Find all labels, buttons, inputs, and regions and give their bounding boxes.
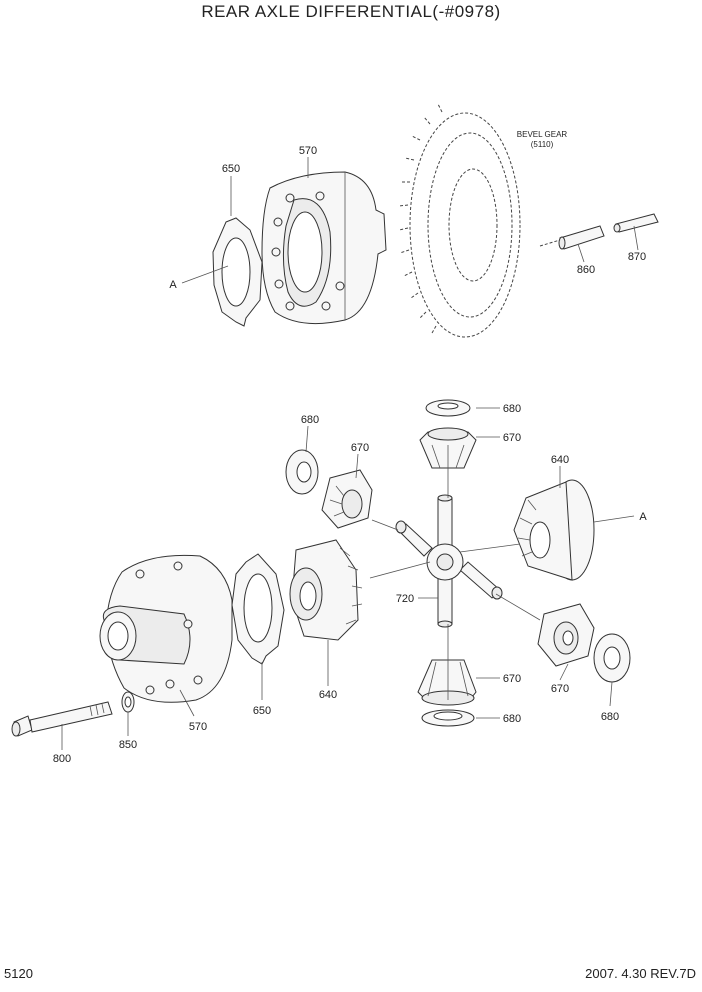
leader-a-right [593,515,635,523]
diff-case-570-bottom[interactable] [99,554,233,703]
callout-650-bottom: 650 [253,705,271,717]
thrust-washer-680-left[interactable] [285,449,319,495]
leader-680-right [609,681,613,707]
callout-850: 850 [119,739,137,751]
bevel-gear-code: (5110) [531,140,554,149]
callout-670-low: 670 [503,673,521,685]
callout-640-right: 640 [551,454,569,466]
leader-870 [633,225,639,251]
leader-680-left [305,425,309,453]
bolt-800[interactable] [11,701,113,737]
pinion-gear-670-left[interactable] [321,469,373,529]
ref-a-left: A [169,279,177,291]
roll-pin-870[interactable] [613,213,659,233]
diff-case-570-top[interactable] [261,171,387,325]
leader-570-bottom [179,689,195,717]
page-number: 5120 [4,966,33,981]
callout-670-top: 670 [503,432,521,444]
callout-570-bottom: 570 [189,721,207,733]
pin-860[interactable] [539,225,605,250]
callout-650-top: 650 [222,163,240,175]
leader-860 [577,243,585,263]
leader-a-left [181,265,229,284]
callout-680-right: 680 [601,711,619,723]
bevel-gear-label: BEVEL GEAR [517,130,568,139]
leader-670-right [559,663,569,681]
callout-640-bottom: 640 [319,689,337,701]
thrust-washer-680-low[interactable] [421,709,475,727]
side-gear-640-bottom[interactable] [289,539,363,641]
callout-570-top: 570 [299,145,317,157]
callout-720: 720 [396,593,414,605]
callout-800: 800 [53,753,71,765]
washer-850[interactable] [121,691,135,713]
callout-670-left: 670 [351,442,369,454]
bevel-gear-ring-ref [398,103,521,338]
pinion-gear-670-low[interactable] [417,659,477,706]
shim-650-bottom[interactable] [231,553,285,665]
callout-680-top: 680 [503,403,521,415]
callout-670-right: 670 [551,683,569,695]
leader-670-left [355,453,359,479]
thrust-washer-680-top[interactable] [425,399,471,417]
pinion-gear-670-top[interactable] [419,427,477,470]
callout-680-left: 680 [301,414,319,426]
revision-date: 2007. 4.30 REV.7D [585,966,696,981]
pinion-gear-670-right[interactable] [537,603,595,667]
side-gear-640-right[interactable] [513,479,595,581]
assembly-axis-lines [369,470,541,660]
callout-870: 870 [628,251,646,263]
thrust-washer-680-right[interactable] [593,633,631,683]
callout-860: 860 [577,264,595,276]
ref-a-right: A [639,511,647,523]
page-title: REAR AXLE DIFFERENTIAL(-#0978) [201,2,501,21]
callout-680-low: 680 [503,713,521,725]
spider-cross-720[interactable] [395,494,503,628]
shim-650-top[interactable] [212,217,263,327]
